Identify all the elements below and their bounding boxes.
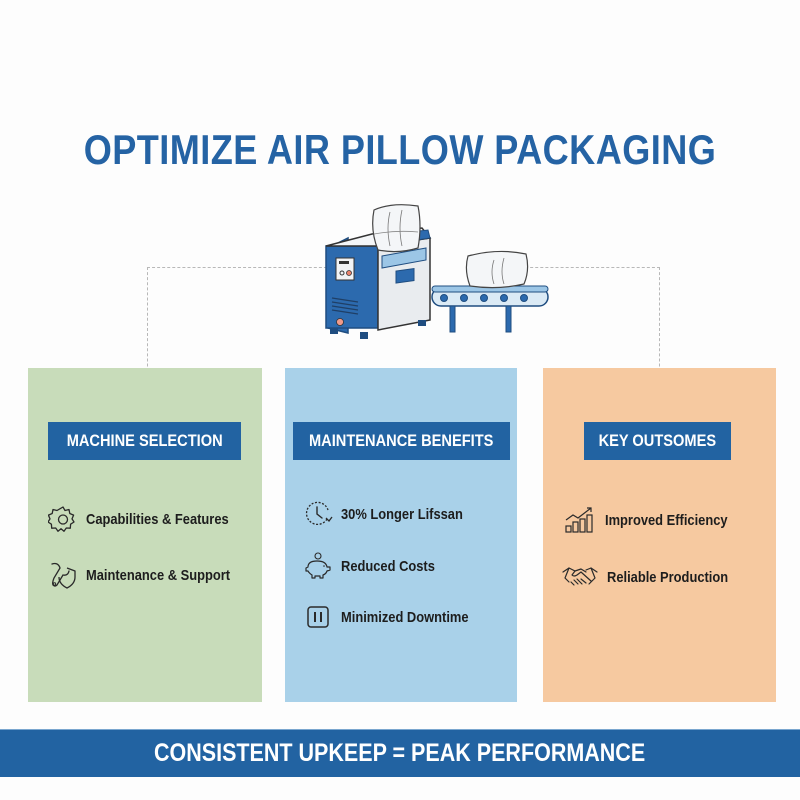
- air-pillow-machine-with-conveyor-icon: [325, 204, 549, 339]
- item-label: Improved Efficiency: [605, 511, 728, 529]
- panel-key-outcomes: KEY OUTSOMES Improved Efficiency Reliabl…: [543, 368, 776, 702]
- pause-icon: [307, 606, 329, 628]
- page-title: OPTIMIZE AIR PILLOW PACKAGING: [83, 126, 717, 173]
- item-label: Capabilities & Features: [86, 510, 229, 528]
- wrench-shield-icon: [51, 562, 76, 589]
- item-label: Minimized Downtime: [341, 608, 469, 626]
- item-label: Reduced Costs: [341, 557, 435, 575]
- list-item: Reduced Costs: [303, 551, 450, 581]
- dashed-connector-left-drop: [147, 267, 148, 397]
- handshake-icon: [562, 567, 598, 586]
- item-label: Reliable Production: [607, 568, 729, 586]
- piggy-bank-icon: [305, 552, 331, 579]
- growth-chart-icon: [565, 507, 593, 533]
- panel-maintenance-benefits: MAINTENANCE BENEFITS 30% Longer Lifssan …: [285, 368, 517, 702]
- list-item: Minimized Downtime: [303, 602, 489, 632]
- panel-heading-badge: MACHINE SELECTION: [48, 422, 241, 460]
- dashed-connector-right-drop: [659, 267, 660, 397]
- panel-heading-badge: MAINTENANCE BENEFITS: [293, 422, 510, 460]
- gear-icon: [48, 506, 75, 532]
- footer-banner: CONSISTENT UPKEEP = PEAK PERFORMANCE: [0, 729, 800, 777]
- list-item: Maintenance & Support: [48, 560, 254, 590]
- item-label: 30% Longer Lifssan: [341, 505, 463, 523]
- item-label: Maintenance & Support: [86, 566, 231, 584]
- list-item: Capabilities & Features: [48, 504, 252, 534]
- list-item: 30% Longer Lifssan: [303, 499, 483, 529]
- list-item: Reliable Production: [561, 562, 748, 592]
- panel-machine-selection: MACHINE SELECTION Capabilities & Feature…: [28, 368, 262, 702]
- dashed-connector-right: [520, 267, 660, 268]
- dashed-connector-left: [147, 267, 332, 268]
- clock-icon: [305, 501, 333, 526]
- list-item: Improved Efficiency: [563, 505, 748, 535]
- panel-heading-badge: KEY OUTSOMES: [584, 422, 731, 460]
